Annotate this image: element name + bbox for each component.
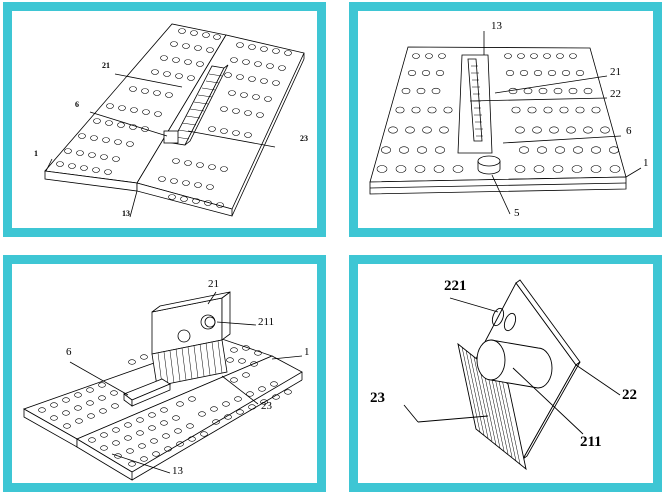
label-23: 23	[300, 135, 308, 143]
panel-2: 13 21 22 6 1 5	[349, 2, 662, 237]
panel-3: 21 211 6 1 23 13	[3, 255, 326, 492]
panel-2-canvas: 13 21 22 6 1 5	[358, 11, 653, 228]
panel-1-drawing	[12, 11, 317, 228]
label-6: 6	[626, 126, 632, 137]
label-1: 1	[304, 347, 310, 358]
label-1: 1	[34, 150, 38, 158]
label-13: 13	[172, 466, 183, 477]
panel-3-canvas: 21 211 6 1 23 13	[12, 264, 317, 483]
panel-4-canvas: 221 22 23 211	[358, 264, 653, 483]
label-6: 6	[66, 347, 72, 358]
label-23: 23	[370, 391, 385, 406]
label-22: 22	[622, 388, 637, 403]
label-21: 21	[208, 279, 219, 290]
label-13: 13	[491, 21, 502, 32]
panel-1: 21 6 1 13 23	[3, 2, 326, 237]
label-6: 6	[75, 101, 79, 109]
label-211: 211	[580, 435, 602, 450]
panel-1-canvas: 21 6 1 13 23	[12, 11, 317, 228]
panel-4-drawing	[358, 264, 653, 483]
label-21: 21	[610, 67, 621, 78]
label-1: 1	[643, 158, 649, 169]
label-22: 22	[610, 89, 621, 100]
label-221: 221	[444, 279, 467, 294]
panel-2-drawing	[358, 11, 653, 228]
label-211: 211	[258, 317, 274, 328]
label-13: 13	[122, 210, 130, 218]
knob-5	[478, 156, 500, 166]
label-5: 5	[514, 208, 520, 219]
label-23: 23	[261, 401, 272, 412]
panel-4: 221 22 23 211	[349, 255, 662, 492]
label-21: 21	[102, 62, 110, 70]
block-6	[164, 131, 178, 143]
panel-3-drawing	[12, 264, 317, 483]
